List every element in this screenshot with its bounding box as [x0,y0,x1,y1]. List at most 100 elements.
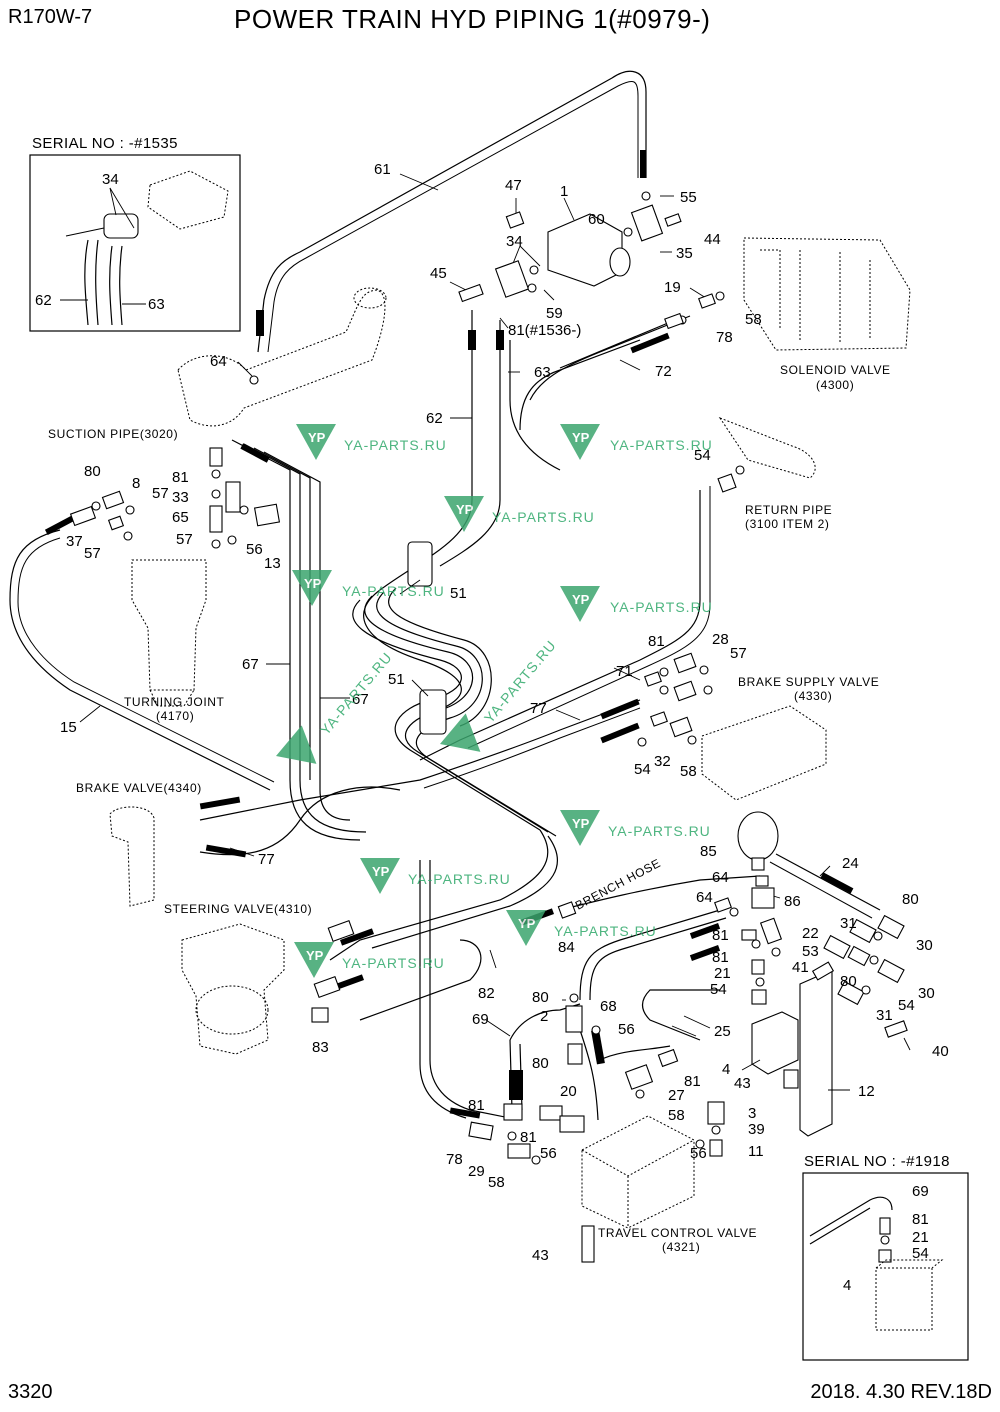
callout-c78b: 78 [446,1151,463,1168]
callout-c63: 63 [534,364,551,381]
callout-c71: 71 [616,663,633,680]
brench-hose-label: BRENCH HOSE [573,856,663,913]
svg-text:34: 34 [102,171,119,188]
brake-valve-label: BRAKE VALVE(4340) [76,781,202,795]
watermark-logo: YP [372,864,390,879]
callout-c69: 69 [472,1011,489,1028]
svg-text:63: 63 [148,296,165,313]
callout-c30a: 30 [916,937,933,954]
callout-c58a: 58 [745,311,762,328]
callout-c58d: 58 [488,1174,505,1191]
watermark-text: YA-PARTS.RU [317,649,395,738]
callout-c4: 4 [722,1061,730,1078]
callout-c65: 65 [172,509,189,526]
callout-c57b: 57 [84,545,101,562]
callout-c59: 59 [546,305,563,322]
callout-c21a: 21 [714,965,731,982]
callout-c22: 22 [802,925,819,942]
turning-joint-ref: (4170) [156,709,194,723]
callout-c8: 8 [132,475,140,492]
callout-c31a: 31 [840,915,857,932]
callout-c3: 3 [748,1105,756,1122]
callout-c77a: 77 [530,700,547,717]
callout-c81f: 81 [684,1073,701,1090]
callout-c64b: 64 [712,869,729,886]
callout-c45: 45 [430,265,447,282]
callout-c58b: 58 [680,763,697,780]
callout-c68: 68 [600,998,617,1015]
callout-c39: 39 [748,1121,765,1138]
callout-c47: 47 [505,177,522,194]
watermark-text: YA-PARTS.RU [344,437,447,453]
callout-numbers: 1 47 60 55 44 35 61 34 45 59 81(#1536-) … [60,161,949,1264]
suction-pipe-label: SUCTION PIPE(3020) [48,427,178,441]
watermark-text: YA-PARTS.RU [554,923,657,939]
svg-text:62: 62 [35,292,52,309]
watermark-text: YA-PARTS.RU [408,871,511,887]
svg-text:4: 4 [843,1277,851,1294]
page-title: POWER TRAIN HYD PIPING 1(#0979-) [234,4,711,34]
watermark-text: YA-PARTS.RU [342,583,445,599]
return-pipe-ref: (3100 ITEM 2) [745,517,830,531]
solenoid-valve-label: SOLENOID VALVE [780,363,891,377]
callout-c67b: 67 [352,691,369,708]
callout-c80e: 80 [532,1055,549,1072]
solenoid-valve-ref: (4300) [816,378,854,392]
travel-control-valve-ref: (4321) [662,1240,700,1254]
travel-control-valve-label: TRAVEL CONTROL VALVE [598,1226,757,1240]
callout-c29: 29 [468,1163,485,1180]
watermark-text: YA-PARTS.RU [342,955,445,971]
turning-joint-label: TURNING JOINT [124,695,225,709]
hose-sleeves [44,150,854,1119]
callout-c24: 24 [842,855,859,872]
callout-c58c: 58 [668,1107,685,1124]
callout-c62: 62 [426,410,443,427]
callout-c2: 2 [540,1008,548,1025]
callout-c80a: 80 [84,463,101,480]
callout-c43b: 43 [532,1247,549,1264]
callout-c15: 15 [60,719,77,736]
callout-c56b: 56 [618,1021,635,1038]
watermark-logo: YP [572,592,590,607]
fittings [69,191,908,1263]
callout-c81e: 81 [712,949,729,966]
callout-c81h: 81 [520,1129,537,1146]
callout-c56a: 56 [246,541,263,558]
callout-c81g: 81 [468,1097,485,1114]
callout-c13: 13 [264,555,281,572]
callout-c81d: 81 [712,927,729,944]
callout-c53: 53 [802,943,819,960]
watermarks: YP YA-PARTS.RU YP YA-PARTS.RU YP YA-PART… [276,424,712,978]
callout-c44: 44 [704,231,721,248]
callout-c85: 85 [700,843,717,860]
callout-c32: 32 [654,753,671,770]
callout-c82: 82 [478,985,495,1002]
callout-c40: 40 [932,1043,949,1060]
watermark-text: YA-PARTS.RU [492,509,595,525]
callout-c25: 25 [714,1023,731,1040]
watermark-logo: YP [518,916,536,931]
watermark-logo: YP [306,948,324,963]
watermark-logo: YP [572,816,590,831]
callout-c28: 28 [712,631,729,648]
callout-c54d: 54 [710,981,727,998]
svg-text:54: 54 [912,1245,929,1262]
callout-c80c: 80 [840,973,857,990]
model-code: R170W-7 [8,6,93,28]
callout-c12: 12 [858,1083,875,1100]
callout-c72: 72 [655,363,672,380]
callout-c37: 37 [66,533,83,550]
watermark-logo: YP [308,430,326,445]
brake-supply-valve-label: BRAKE SUPPLY VALVE [738,675,879,689]
callout-c60: 60 [588,211,605,228]
watermark-logo: YP [304,576,322,591]
components: SOLENOID VALVE (4300) RETURN PIPE (3100 … [48,213,911,1254]
callout-c57d: 57 [730,645,747,662]
callout-c35: 35 [676,245,693,262]
inset-bottom: SERIAL NO : -#1918 69 81 21 54 4 [802,1153,969,1361]
callout-c57a: 57 [152,485,169,502]
callout-c80d: 80 [532,989,549,1006]
callout-c64c: 64 [696,889,713,906]
callout-c56c: 56 [540,1145,557,1162]
inset-bottom-serial: SERIAL NO : -#1918 [804,1153,950,1170]
